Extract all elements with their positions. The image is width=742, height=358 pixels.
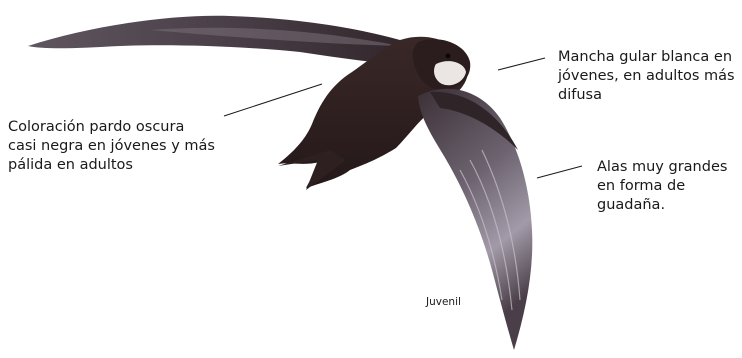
right-wing: [418, 89, 532, 350]
leader-line-throat: [498, 58, 545, 70]
wings-label: Alas muy grandes en forma de guadaña.: [597, 158, 737, 215]
age-label: Juvenil: [426, 296, 461, 309]
leader-line-coloration: [224, 84, 322, 116]
eye: [446, 54, 451, 59]
coloration-label: Coloración pardo oscura casi negra en jó…: [8, 118, 228, 175]
throat-patch-label: Mancha gular blanca en jóvenes, en adult…: [558, 48, 742, 105]
leader-line-wings: [537, 166, 582, 178]
